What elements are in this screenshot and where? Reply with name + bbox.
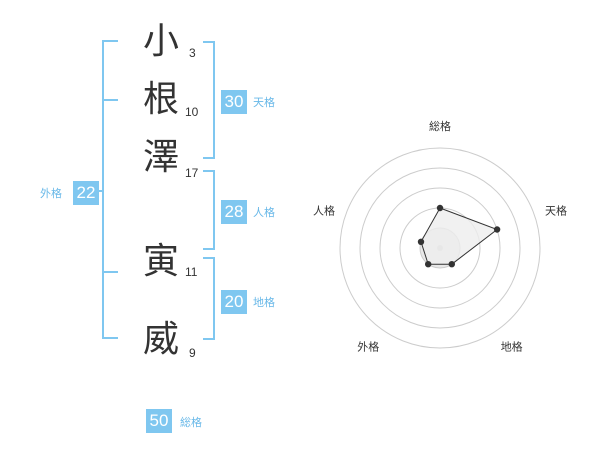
stroke-count-3: 17 (185, 166, 199, 180)
gaikaku-bracket-tick-2 (102, 271, 118, 273)
soukaku-value: 50 (146, 409, 172, 433)
radar-axis-label-3: 地格 (501, 340, 523, 354)
stroke-count-5: 9 (189, 346, 196, 360)
radar-point-2 (493, 226, 501, 233)
radar-points (417, 204, 501, 268)
tenkaku-label: 天格 (253, 96, 275, 109)
chikaku-bracket-vertical (213, 257, 215, 340)
name-char-4: 寅 (142, 241, 179, 282)
stroke-count-1: 3 (189, 46, 196, 60)
soukaku-label: 総格 (180, 416, 202, 429)
gaikaku-label: 外格 (40, 187, 62, 200)
jinkaku-value: 28 (221, 200, 247, 224)
radar-axis-label-2: 天格 (545, 203, 567, 217)
stroke-count-2: 10 (185, 105, 199, 119)
chikaku-label: 地格 (253, 296, 275, 309)
gaikaku-bracket-bottom (102, 337, 118, 339)
tenkaku-value: 30 (221, 90, 247, 114)
gaikaku-bracket-tick-1 (102, 99, 118, 101)
radar-axis-label-5: 人格 (313, 203, 335, 217)
radar-point-5 (417, 238, 425, 245)
name-char-3: 澤 (142, 137, 179, 178)
radar-point-1 (436, 204, 444, 212)
name-char-1: 小 (142, 21, 179, 62)
name-char-2: 根 (142, 79, 179, 120)
radar-polygon (420, 207, 499, 265)
radar-axis-label-1: 総格 (429, 119, 451, 133)
jinkaku-label: 人格 (253, 206, 275, 219)
radar-ring-5 (339, 147, 541, 349)
radar-ring-3 (379, 187, 501, 309)
gaikaku-bracket-top (102, 40, 118, 42)
stroke-count-4: 11 (185, 265, 198, 279)
radar-axis-label-4: 外格 (357, 340, 379, 354)
tenkaku-bracket-top (203, 41, 215, 43)
tenkaku-bracket-bottom (203, 157, 215, 159)
radar-point-3 (448, 261, 455, 268)
jinkaku-bracket-vertical (213, 170, 215, 250)
radar-ring-4 (359, 167, 521, 329)
chikaku-value: 20 (221, 290, 247, 314)
chikaku-bracket-top (203, 257, 215, 259)
gaikaku-value: 22 (73, 181, 99, 205)
chikaku-bracket-bottom (203, 338, 215, 340)
radar-point-4 (425, 261, 432, 268)
tenkaku-bracket-vertical (213, 41, 215, 159)
gaikaku-bracket-stub (98, 190, 104, 192)
name-char-5: 威 (142, 319, 179, 360)
gaikaku-bracket-vertical (102, 40, 104, 339)
jinkaku-bracket-bottom (203, 248, 215, 250)
jinkaku-bracket-top (203, 170, 215, 172)
